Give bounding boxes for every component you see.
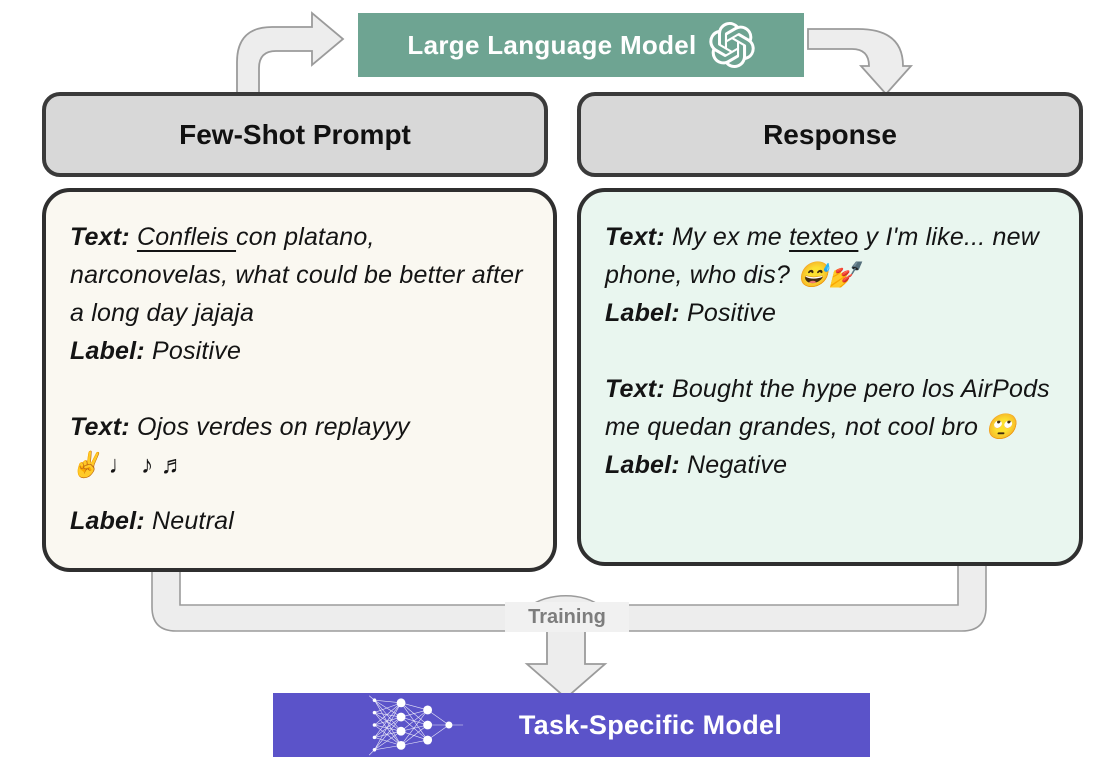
underlined-text: Confleis [136, 223, 237, 251]
response-example-1: Text: My ex me texteo y I'm like... new … [605, 218, 1055, 332]
response-example-2: Text: Bought the hype pero los AirPods m… [605, 370, 1055, 484]
label-value: Negative [686, 451, 788, 479]
prompt-example-1: Text: Confleis con platano, narconovelas… [70, 218, 529, 370]
curved-arrow-left-icon [236, 11, 345, 96]
down-arrow-icon [524, 627, 608, 700]
task-specific-model-box: Task-Specific Model [273, 693, 870, 757]
curved-arrow-right-icon [807, 28, 914, 96]
response-title: Response [763, 118, 897, 150]
text-value: y I'm like... new phone, who dis? 😅💅 [605, 223, 1040, 289]
llm-box: Large Language Model [358, 13, 804, 77]
emoji-line: ✌️ ♩ ♪ ♬ [70, 451, 186, 479]
response-header: Response [577, 92, 1083, 177]
training-label: Training [505, 602, 629, 632]
text-before: My ex me [671, 223, 790, 251]
text-value: Bought the hype pero los AirPods me qued… [605, 375, 1050, 441]
few-shot-prompt-box: Text: Confleis con platano, narconovelas… [42, 188, 557, 572]
task-model-label: Task-Specific Model [518, 709, 783, 740]
label-value: Positive [151, 337, 242, 365]
label-label: Label: [70, 507, 152, 535]
underlined-text: texteo [789, 223, 859, 251]
label-value: Neutral [151, 507, 234, 535]
label-value: Positive [686, 299, 777, 327]
label-label: Label: [605, 299, 687, 327]
llm-label: Large Language Model [407, 29, 697, 60]
label-label: Label: [70, 337, 152, 365]
text-label: Text: [605, 223, 672, 251]
few-shot-prompt-title: Few-Shot Prompt [179, 118, 411, 150]
text-label: Text: [605, 375, 672, 403]
response-box: Text: My ex me texteo y I'm like... new … [577, 188, 1083, 566]
prompt-example-2: Text: Ojos verdes on replayyy ✌️ ♩ ♪ ♬ L… [70, 408, 529, 540]
neural-network-icon [368, 695, 463, 756]
openai-logo-icon [708, 22, 755, 68]
text-label: Text: [70, 413, 137, 441]
few-shot-prompt-header: Few-Shot Prompt [42, 92, 548, 177]
label-label: Label: [605, 451, 687, 479]
text-value: Ojos verdes on replayyy [136, 413, 410, 441]
text-value: con platano, narconovelas, what could be… [70, 223, 523, 327]
text-label: Text: [70, 223, 137, 251]
